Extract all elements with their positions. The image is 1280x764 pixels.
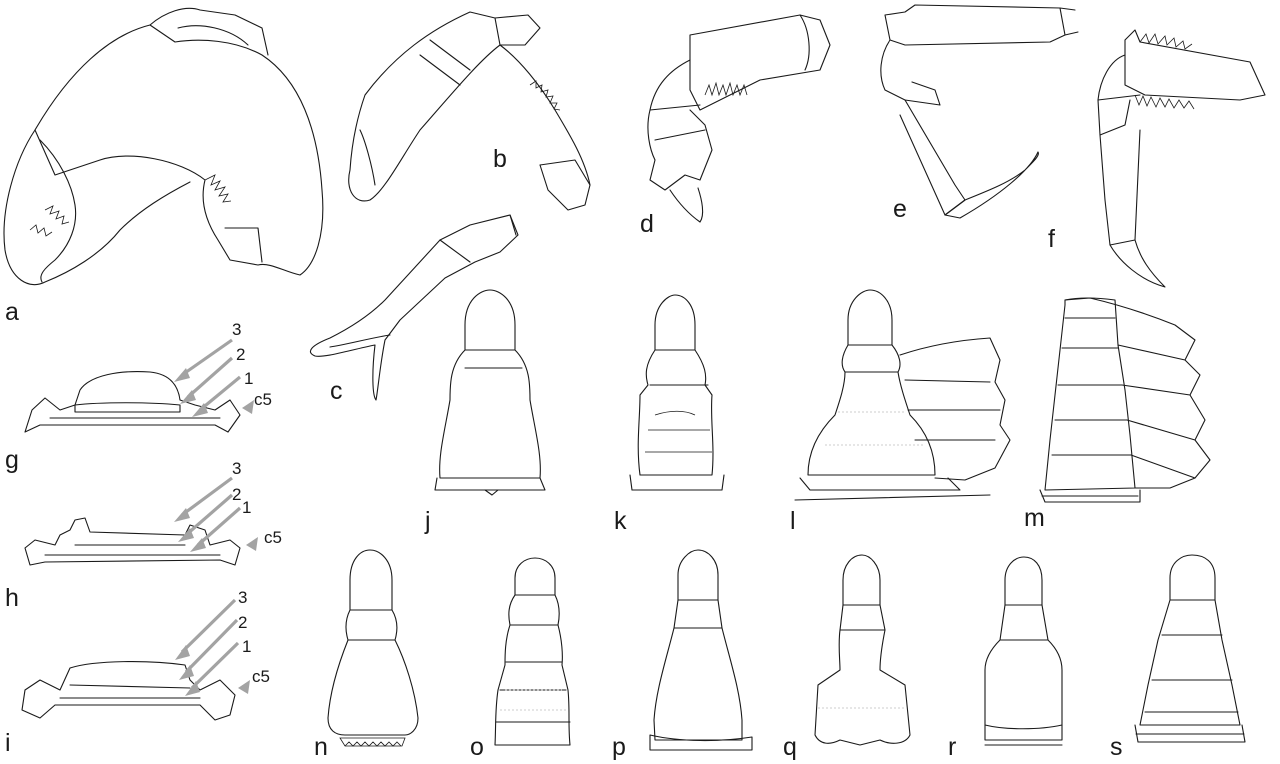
drawing-o-abdomen bbox=[494, 557, 571, 746]
arrow-label-1-i: 1 bbox=[242, 637, 251, 656]
drawing-s-abdomen bbox=[1134, 554, 1246, 743]
drawing-n-abdomen bbox=[327, 549, 419, 747]
drawing-g-sternite bbox=[24, 371, 241, 433]
panel-label-e: e bbox=[893, 195, 907, 223]
arrow-label-1-h: 1 bbox=[242, 498, 251, 517]
panel-label-o: o bbox=[470, 733, 484, 761]
drawing-q-abdomen bbox=[814, 554, 911, 746]
panel-label-h: h bbox=[5, 584, 19, 612]
panel-label-g: g bbox=[5, 446, 19, 474]
panel-label-p: p bbox=[612, 733, 626, 761]
arrow-label-3-h: 3 bbox=[232, 459, 241, 478]
drawing-h-sternite bbox=[24, 517, 241, 566]
arrow-label-3-g: 3 bbox=[232, 320, 241, 339]
panel-label-d: d bbox=[640, 210, 654, 238]
panel-label-n: n bbox=[314, 733, 328, 761]
arrow-label-3-i: 3 bbox=[238, 588, 247, 607]
drawing-f-spiny-leg bbox=[1097, 29, 1266, 288]
drawing-k-abdomen bbox=[629, 294, 725, 491]
arrow-label-2-i: 2 bbox=[238, 613, 247, 632]
arrow-label-c5-g: c5 bbox=[254, 390, 272, 409]
drawing-p-abdomen bbox=[649, 549, 753, 751]
drawing-c-small-chela bbox=[310, 214, 519, 401]
panel-label-l: l bbox=[790, 507, 796, 535]
drawing-m-abdomen bbox=[1039, 297, 1211, 503]
panel-label-q: q bbox=[783, 733, 797, 761]
arrows-g bbox=[174, 338, 254, 417]
arrow-label-c5-h: c5 bbox=[264, 528, 282, 547]
drawing-a-large-chela bbox=[3, 7, 324, 286]
drawing-i-sternite bbox=[21, 661, 236, 721]
arrows-h bbox=[174, 476, 258, 552]
panel-label-f: f bbox=[1048, 225, 1055, 253]
drawing-j-abdomen bbox=[434, 289, 546, 496]
panel-label-s: s bbox=[1110, 733, 1123, 761]
panel-label-a: a bbox=[5, 298, 19, 326]
drawing-l-abdomen bbox=[794, 289, 1011, 501]
panel-label-j: j bbox=[424, 507, 431, 535]
drawing-d-spiny-claw bbox=[647, 14, 831, 223]
panel-label-r: r bbox=[948, 733, 956, 761]
arrow-label-2-g: 2 bbox=[236, 345, 245, 364]
panel-label-b: b bbox=[493, 145, 507, 173]
drawing-e-walking-leg bbox=[880, 4, 1079, 219]
panel-label-k: k bbox=[614, 507, 627, 535]
panel-label-i: i bbox=[5, 729, 11, 757]
drawing-b-slender-chela bbox=[348, 11, 591, 211]
panel-label-m: m bbox=[1024, 504, 1045, 532]
arrow-label-2-h: 2 bbox=[232, 485, 241, 504]
panel-label-c: c bbox=[330, 377, 343, 405]
drawing-r-abdomen bbox=[984, 556, 1063, 746]
arrow-label-1-g: 1 bbox=[244, 369, 253, 388]
arrows-i bbox=[175, 598, 250, 696]
arrow-label-c5-i: c5 bbox=[252, 667, 270, 686]
